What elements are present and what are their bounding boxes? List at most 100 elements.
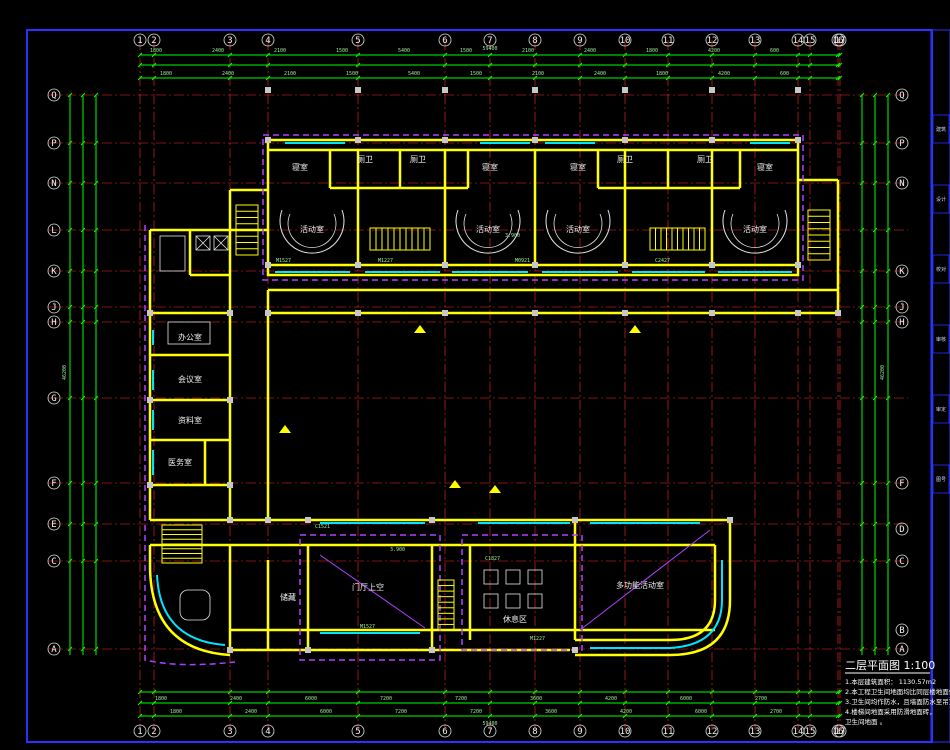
grid-bubble-left bbox=[47, 88, 61, 102]
grid-bubble-right bbox=[895, 88, 909, 102]
grid-label-top: 1 bbox=[137, 36, 142, 46]
grid-bubble-bottom bbox=[147, 724, 161, 738]
title-block-label: 审定 bbox=[936, 406, 946, 413]
title-block-label: 图号 bbox=[936, 477, 946, 483]
room-label-activity: 活动室 bbox=[300, 224, 324, 234]
drawing-note: 卫生间地面 。 bbox=[845, 717, 886, 726]
dimension-label: 2400 bbox=[594, 71, 606, 77]
grid-bubble-left bbox=[47, 136, 61, 150]
grid-bubble-top bbox=[705, 33, 719, 47]
grid-bubble-bottom bbox=[803, 724, 817, 738]
grid-label-left: E bbox=[51, 520, 56, 530]
grid-label-left: Q bbox=[51, 91, 56, 101]
room-label-activity: 活动室 bbox=[743, 224, 767, 234]
grid-label-top: 7 bbox=[487, 36, 492, 46]
grid-bubble-right bbox=[895, 642, 909, 656]
dimension-label: 6000 bbox=[305, 696, 317, 702]
drawing-note: 2.本工程卫生间地面均比同层楼地面低20 bbox=[845, 687, 950, 696]
grid-label-top: 15 bbox=[805, 36, 816, 46]
grid-bubble-bottom bbox=[528, 724, 542, 738]
dimension-label: 6000 bbox=[680, 696, 692, 702]
grid-label-left: G bbox=[51, 394, 56, 404]
dimension-label: 1800 bbox=[150, 48, 162, 54]
grid-label-top: 12 bbox=[707, 36, 718, 46]
grid-bubble-left bbox=[47, 264, 61, 278]
grid-label-right: C bbox=[899, 557, 904, 567]
dashed-boundary bbox=[144, 134, 804, 666]
door-window-tag: M1527 bbox=[360, 624, 375, 630]
grid-label-bottom: 9 bbox=[577, 727, 582, 737]
grid-label-right: D bbox=[899, 525, 904, 535]
grid-bubble-bottom bbox=[573, 724, 587, 738]
dimension-label: 7200 bbox=[395, 709, 407, 715]
grid-bubble-left bbox=[47, 476, 61, 490]
grid-label-bottom: 5 bbox=[355, 727, 360, 737]
grid-bubble-top bbox=[803, 33, 817, 47]
dimension-label: 1500 bbox=[470, 71, 482, 77]
room-label-toilet: 厕卫 bbox=[357, 155, 373, 164]
grid-label-left: P bbox=[51, 139, 57, 149]
title-block-label: 设计 bbox=[936, 196, 946, 203]
door-window-tag: M1227 bbox=[530, 636, 545, 642]
grid-label-right: B bbox=[899, 626, 904, 636]
door-window-tag: M1527 bbox=[276, 258, 291, 264]
dimension-label: 1800 bbox=[160, 71, 172, 77]
dimension-label: 600 bbox=[770, 48, 779, 54]
grid-label-right: Q bbox=[899, 91, 904, 101]
grid-bubble-right bbox=[895, 522, 909, 536]
dimension-label: 3600 bbox=[545, 709, 557, 715]
door-window-tag: M0921 bbox=[515, 258, 530, 264]
grid-label-top: 5 bbox=[355, 36, 360, 46]
grid-bubble-top bbox=[133, 33, 147, 47]
grid-label-right: A bbox=[899, 645, 905, 655]
grid-label-right: F bbox=[899, 479, 904, 489]
grid-bubble-bottom bbox=[223, 724, 237, 738]
drawing-note: 3.卫生间均作防水，且墙面防水至吊顶底 bbox=[845, 697, 950, 706]
dimension-label: 1500 bbox=[460, 48, 472, 54]
grid-label-left: H bbox=[51, 318, 56, 328]
dimension-label: 1800 bbox=[656, 71, 668, 77]
dimension-label: 2400 bbox=[584, 48, 596, 54]
dimension-label: 2400 bbox=[245, 709, 257, 715]
grid-label-top: 4 bbox=[265, 36, 270, 46]
title-block-label: 审核 bbox=[936, 336, 946, 343]
grid-bubble-right bbox=[895, 264, 909, 278]
room-label-office: 资料室 bbox=[178, 415, 202, 425]
dimension-label: 7200 bbox=[455, 696, 467, 702]
grid-bubble-top bbox=[483, 33, 497, 47]
grid-label-right: J bbox=[899, 303, 904, 313]
drawing-title: 二层平面图 1:100 bbox=[845, 659, 935, 672]
grid-bubble-left bbox=[47, 642, 61, 656]
grid-bubble-top bbox=[261, 33, 275, 47]
elevation-mark: 3.900 bbox=[505, 233, 520, 239]
grid-bubble-top bbox=[528, 33, 542, 47]
room-label-toilet: 厕卫 bbox=[617, 155, 633, 164]
drawing-note: 1.本层建筑面积： 1130.57m2 bbox=[845, 677, 936, 686]
title-block-label: 校对 bbox=[936, 266, 946, 273]
grid-bubble-top bbox=[748, 33, 762, 47]
dimension-label: 7200 bbox=[470, 709, 482, 715]
dimension-label: 3600 bbox=[530, 696, 542, 702]
dimension-label: 2100 bbox=[532, 71, 544, 77]
grid-label-bottom: 4 bbox=[265, 727, 270, 737]
grid-label-top: 14 bbox=[793, 36, 804, 46]
room-label-toilet: 厕卫 bbox=[697, 155, 713, 164]
door-window-tag: M1227 bbox=[378, 258, 393, 264]
grid-bubble-bottom bbox=[261, 724, 275, 738]
grid-bubble-top bbox=[223, 33, 237, 47]
grid-label-bottom: 11 bbox=[663, 727, 674, 737]
dimension-lines bbox=[67, 52, 891, 719]
grid-bubble-top bbox=[661, 33, 675, 47]
dimension-label: 4200 bbox=[620, 709, 632, 715]
grid-bubble-right bbox=[895, 623, 909, 637]
dimension-label: 2700 bbox=[755, 696, 767, 702]
grid-label-top: 3 bbox=[227, 36, 232, 46]
dimension-label: 2400 bbox=[230, 696, 242, 702]
title-block-label: 建筑 bbox=[936, 126, 946, 133]
grid-label-right: N bbox=[899, 179, 904, 189]
room-label-hall: 门厅上空 bbox=[352, 582, 384, 592]
total-dimension-top: 59400 bbox=[482, 46, 497, 52]
door-window-tag: C2427 bbox=[655, 258, 670, 264]
grid-label-bottom: 8 bbox=[532, 727, 537, 737]
